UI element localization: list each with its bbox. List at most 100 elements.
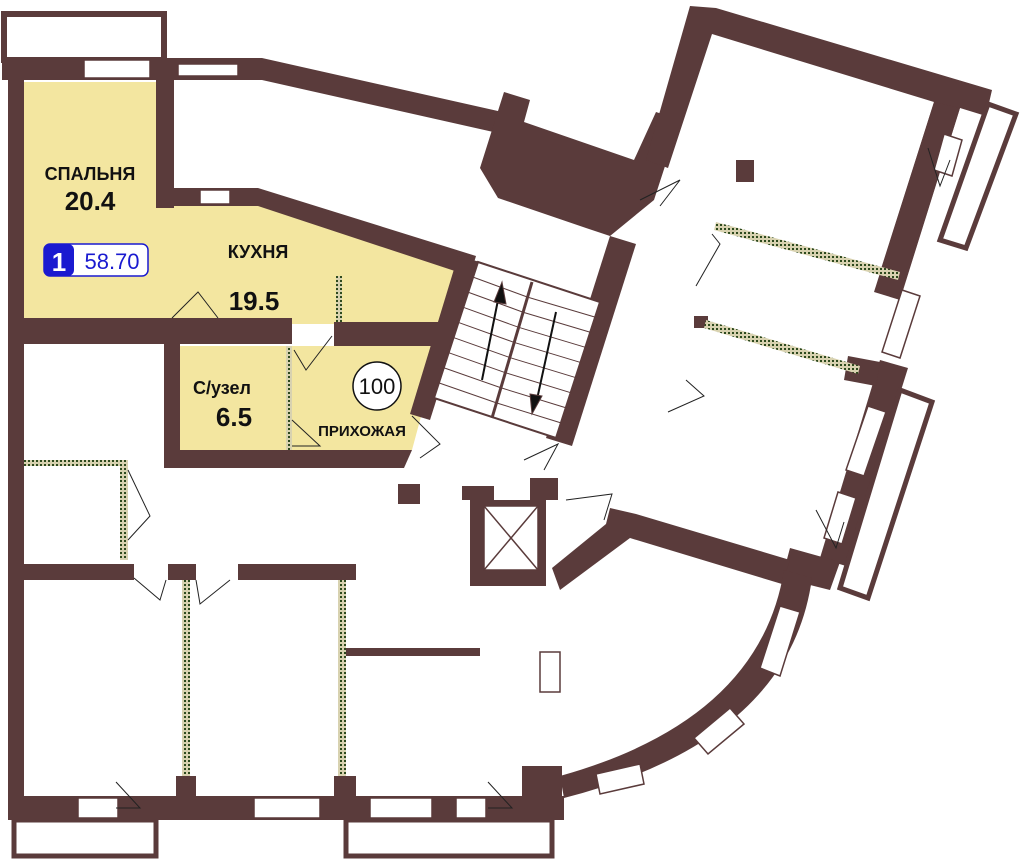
wall-bottom-post-1	[176, 776, 196, 820]
window-curve-2	[692, 706, 746, 756]
bedroom-area: 20.4	[65, 186, 116, 216]
wall-diag-top	[176, 58, 520, 138]
wall-bathroom-bottom	[164, 450, 412, 468]
stair-step	[448, 352, 506, 374]
badge-total-area: 58.70	[84, 249, 139, 274]
door-16	[815, 509, 845, 550]
stair-arrow-down-icon	[535, 311, 557, 405]
kitchen-name: КУХНЯ	[228, 242, 289, 262]
door-12	[639, 179, 681, 207]
badge-rooms-count: 1	[52, 247, 66, 277]
door-14	[667, 379, 705, 413]
window-top-2	[177, 63, 239, 77]
windows	[77, 59, 963, 819]
partition-3	[338, 580, 346, 776]
stair-step	[518, 326, 586, 348]
kitchen-area: 19.5	[229, 286, 280, 316]
bathroom-fill	[180, 346, 290, 450]
window-curve-1	[759, 605, 801, 677]
wall-corridor-bottom	[552, 508, 790, 590]
partition-5	[336, 276, 342, 322]
stair-step	[509, 357, 576, 379]
window-bottom-3	[369, 797, 433, 819]
stair-step	[522, 311, 591, 333]
door-3	[291, 419, 322, 447]
balcony-right-bottom	[836, 386, 936, 602]
wall-post-2	[530, 478, 558, 500]
wall-divider-1	[24, 564, 134, 580]
stair-divider	[490, 281, 534, 419]
room-labels: СПАЛЬНЯ 20.4 КУХНЯ 19.5 С/узел 6.5 ПРИХО…	[45, 164, 406, 440]
wall-divider-mid	[694, 316, 708, 328]
elevator-cross-2	[483, 505, 539, 571]
partition-6	[714, 222, 900, 280]
wall-room-bottom-right-top	[344, 648, 480, 656]
stair-step	[505, 372, 571, 394]
stair-step	[453, 337, 510, 359]
window-bottom-2	[253, 797, 321, 819]
door-7	[195, 579, 231, 605]
balcony-top-left	[1, 11, 167, 63]
wall-stair-top	[480, 92, 680, 236]
window-right-4	[823, 491, 857, 545]
balcony-bottom-left	[11, 817, 159, 859]
elevator-icon	[483, 505, 539, 571]
door-8	[115, 781, 142, 809]
partition-7	[704, 320, 860, 374]
wall-divider-2	[168, 564, 196, 580]
window-room-right	[539, 651, 561, 693]
door-5	[127, 469, 151, 541]
window-curve-3	[595, 763, 645, 795]
door-11	[565, 493, 613, 521]
stair-step	[458, 321, 515, 343]
partitions	[24, 222, 900, 776]
stair-step	[438, 382, 497, 404]
balcony-right-top	[936, 100, 1020, 252]
apartment-number: 100	[352, 361, 402, 411]
wall-top-right-stub	[736, 160, 754, 182]
door-10	[523, 442, 560, 471]
wall-post-1	[398, 484, 420, 504]
door-1	[171, 291, 219, 319]
partition-1	[120, 460, 128, 560]
wall-right-corner	[844, 356, 880, 386]
partition-4	[286, 346, 292, 450]
wall-bottom-post-3	[522, 766, 562, 820]
window-right-2	[881, 289, 921, 359]
window-right-3	[845, 405, 887, 477]
stair-step	[496, 402, 562, 424]
door-6	[133, 577, 167, 601]
stairs	[432, 260, 602, 440]
wall-bathroom-left	[164, 344, 180, 464]
window-bottom-1	[77, 797, 119, 819]
hallway-name: ПРИХОЖАЯ	[318, 423, 406, 440]
stair-arrow-up-head	[493, 280, 507, 305]
door-2	[293, 335, 333, 371]
apartment-badge: 1 58.70	[43, 243, 149, 277]
door-swings	[115, 147, 951, 809]
wall-left	[8, 80, 24, 810]
wall-apartment-bottom-left	[24, 318, 292, 344]
stair-step	[463, 306, 519, 328]
stair-arrow-up-icon	[481, 289, 501, 381]
stair-step	[527, 296, 596, 318]
door-13	[695, 233, 721, 287]
apartment-number-circle	[352, 361, 402, 411]
wall-curve	[560, 570, 812, 798]
bathroom-area: 6.5	[216, 402, 252, 432]
wall-divider-3	[238, 564, 356, 580]
stair-arrow-down-head	[529, 393, 543, 416]
door-9	[487, 781, 514, 809]
partition-8	[24, 460, 124, 466]
stair-steps	[438, 276, 596, 424]
wall-apartment-bottom-right	[334, 322, 454, 346]
window-kitchen	[199, 189, 231, 205]
balconies	[11, 100, 1020, 859]
kitchen-fill	[172, 198, 458, 324]
wall-kitchen-top	[156, 188, 476, 276]
stair-step	[443, 367, 502, 389]
window-top-1	[83, 59, 151, 79]
partition-2	[182, 580, 190, 776]
window-bottom-4	[455, 797, 487, 819]
